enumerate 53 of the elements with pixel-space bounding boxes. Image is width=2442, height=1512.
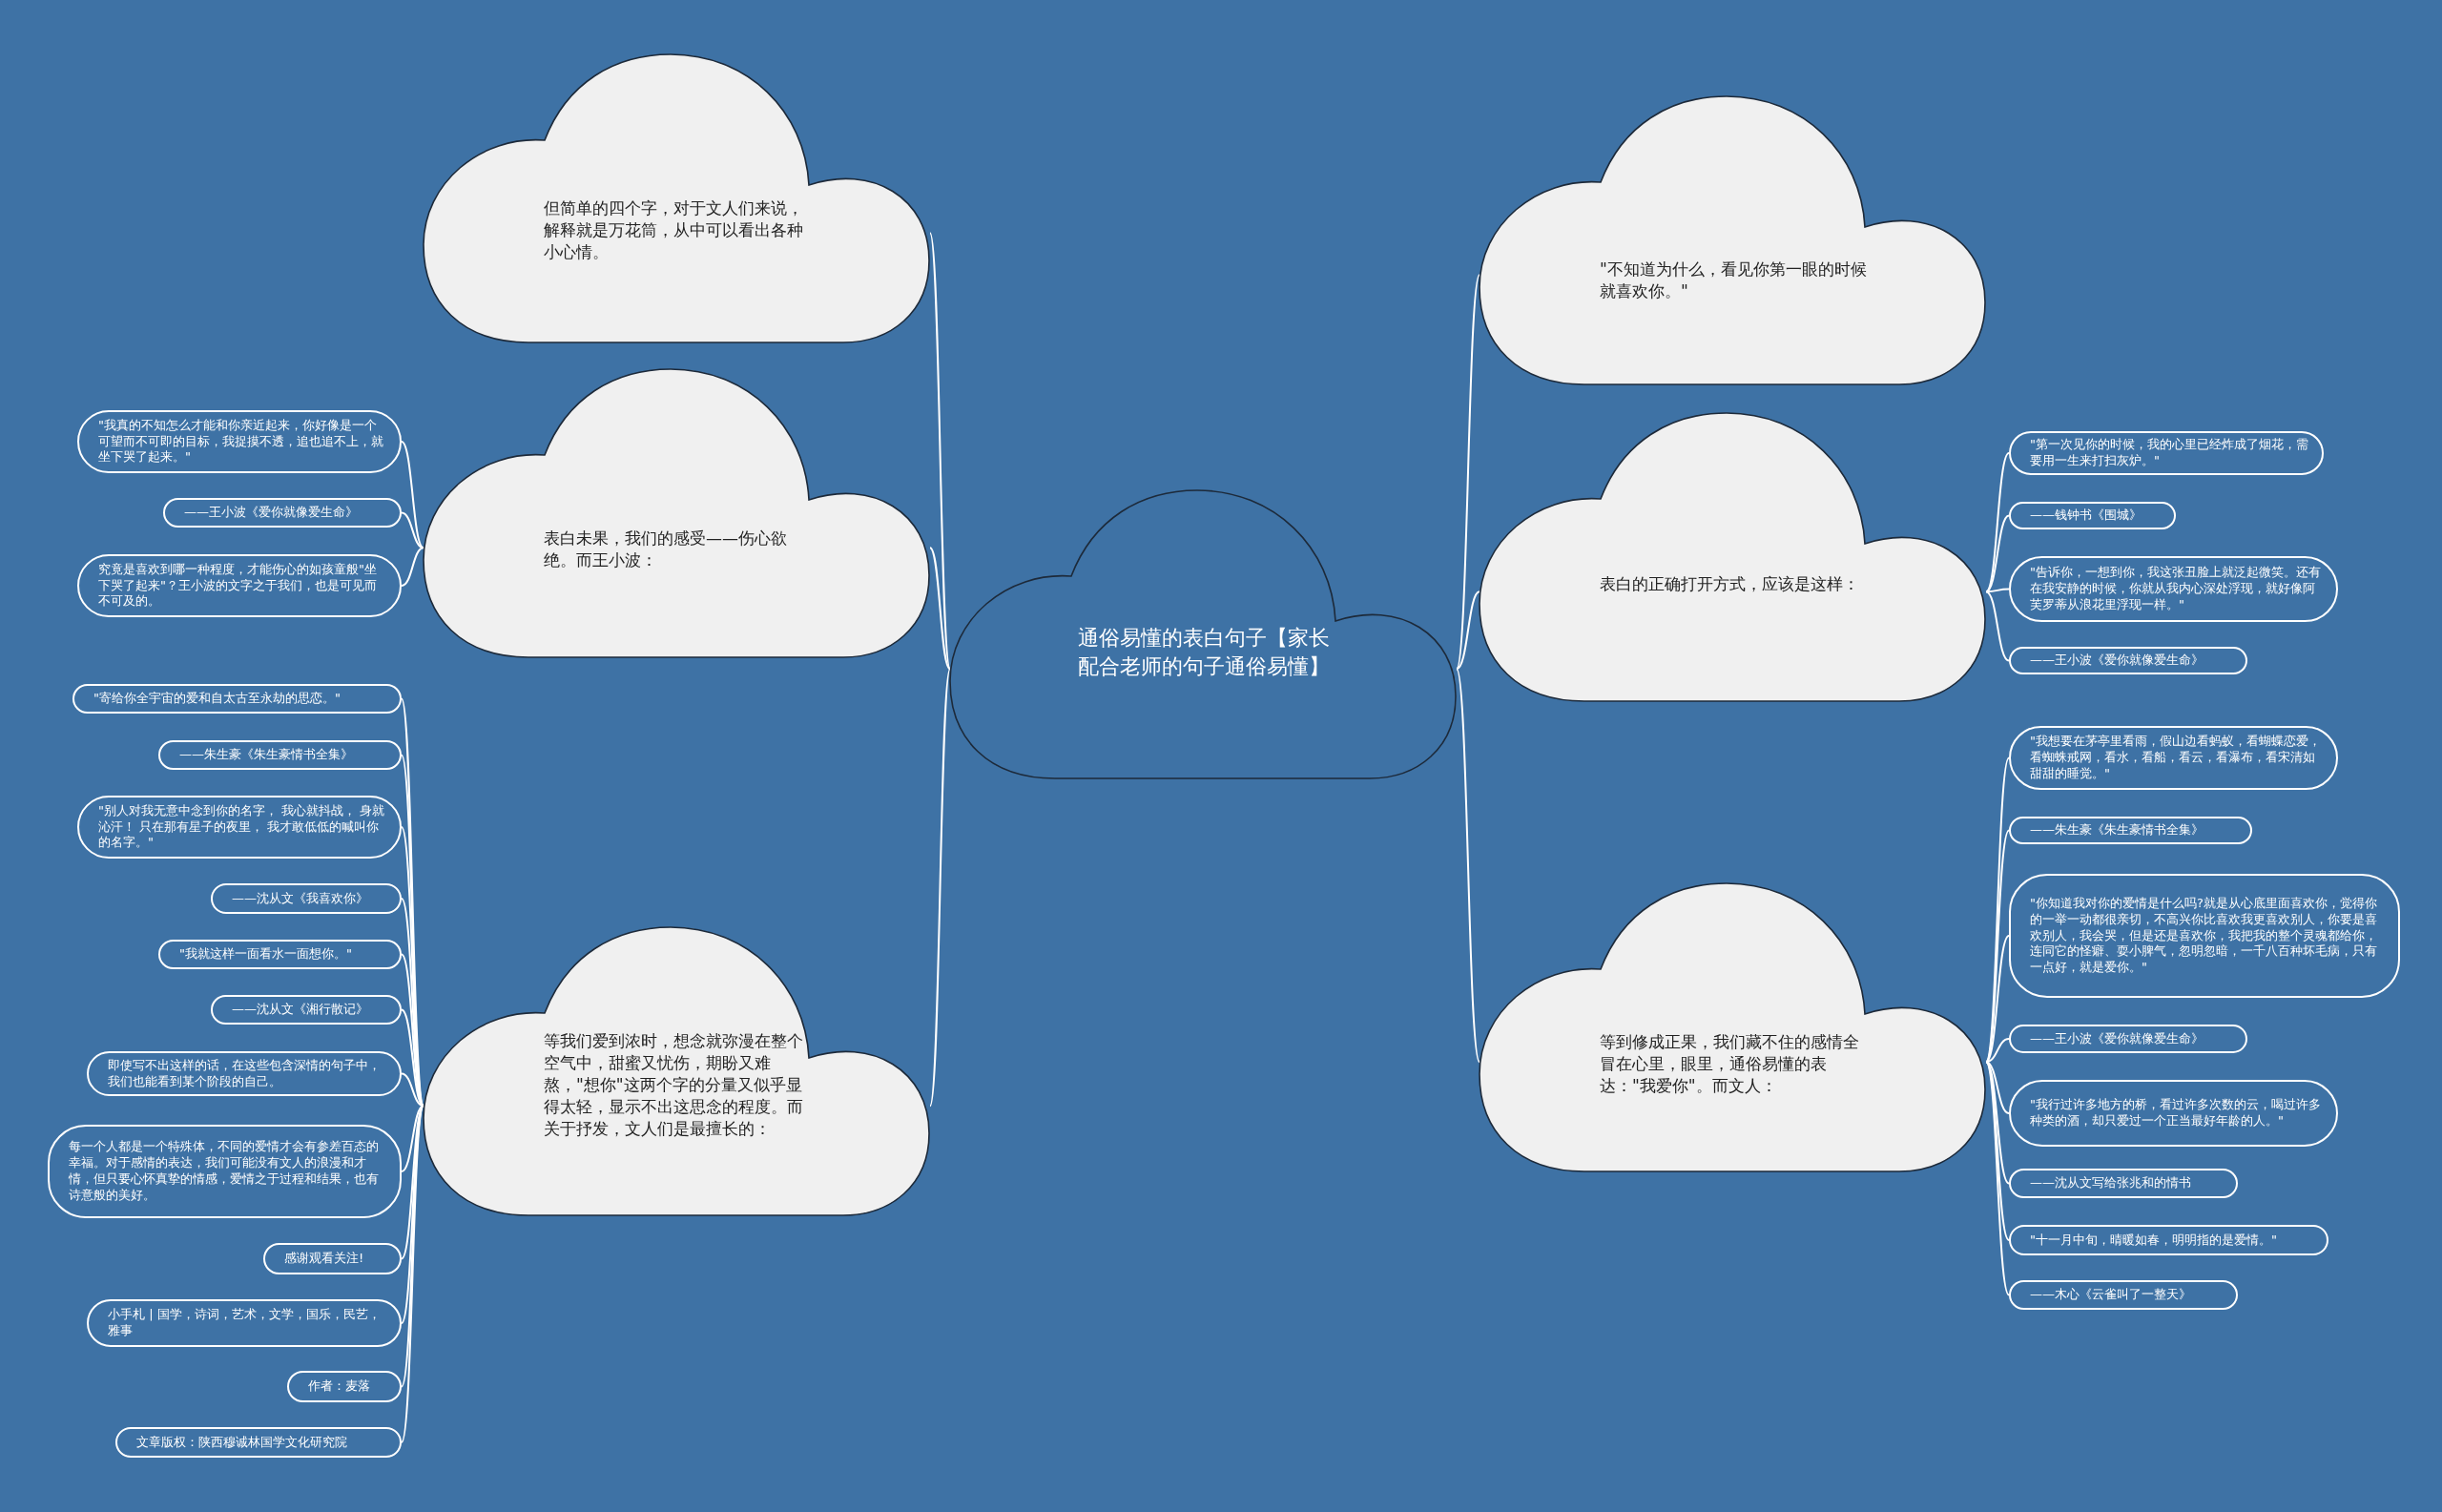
connector-line <box>929 547 951 671</box>
connector-line <box>929 668 951 1108</box>
connector-line <box>1985 935 2010 1064</box>
quote-pill: "第一次见你的时候，我的心里已经炸成了烟花，需要用一生来打扫灰炉。" <box>2009 431 2324 475</box>
topic-text: 表白未果，我们的感受——伤心欲绝。而王小波： <box>544 528 788 571</box>
connector-line <box>1985 590 2010 662</box>
connector-line <box>1985 588 2010 593</box>
connector-line <box>1985 1061 2010 1114</box>
topic-text: 但简单的四个字，对于文人们来说，解释就是万花筒，从中可以看出各种小心情。 <box>544 197 804 263</box>
connector-line <box>1985 452 2010 593</box>
connector-line <box>1456 274 1480 671</box>
topic-text: 表白的正确打开方式，应该是这样： <box>1600 573 1860 595</box>
quote-pill: ——沈从文写给张兆和的情书 <box>2009 1169 2238 1198</box>
quote-pill: "我真的不知怎么才能和你亲近起来，你好像是一个可望而不可即的目标，我捉摸不透，追也追不上，就坐下哭了起来。" <box>77 410 402 473</box>
quote-pill: ——钱钟书《围城》 <box>2009 502 2176 529</box>
quote-pill: "我行过许多地方的桥，看过许多次数的云，喝过许多种类的酒，却只爱过一个正当最好年龄的人。" <box>2009 1080 2338 1147</box>
central-topic-text: 通俗易懂的表白句子【家长配合老师的句子通俗易懂】 <box>1077 625 1331 680</box>
quote-pill: "十一月中旬，晴暖如春，明明指的是爱情。" <box>2009 1225 2328 1255</box>
quote-pill: "告诉你，一想到你，我这张丑脸上就泛起微笑。还有在我安静的时候，你就从我内心深处浮现，就好像阿芙罗蒂从浪花里浮现一样。" <box>2009 556 2338 622</box>
connector-line <box>1985 1038 2010 1064</box>
quote-pill: 即使写不出这样的话，在这些包含深情的句子中，我们也能看到某个阶段的自己。 <box>87 1051 402 1096</box>
connector-line <box>1985 1061 2010 1296</box>
quote-pill: ——沈从文《湘行散记》 <box>211 995 402 1025</box>
connector-line <box>401 511 424 549</box>
quote-pill: "我就这样一面看水一面想你。" <box>158 940 402 969</box>
quote-pill: 究竟是喜欢到哪一种程度，才能伤心的如孩童般"坐下哭了起来"？王小波的文字之于我们，也是可见而不可及的。 <box>77 554 402 617</box>
quote-pill: "我想要在茅亭里看雨，假山边看蚂蚁，看蝴蝶恋爱，看蜘蛛戒网，看水，看船，看云，看瀑布，看宋清如甜甜的睡觉。" <box>2009 726 2338 790</box>
topic-text: 等到修成正果，我们藏不住的感情全冒在心里，眼里，通俗易懂的表达："我爱你"。而文人： <box>1600 1031 1860 1097</box>
topic-text: "不知道为什么，看见你第一眼的时候就喜欢你。" <box>1600 259 1868 302</box>
connector-line <box>1985 514 2010 593</box>
connector-line <box>1456 668 1480 1064</box>
connector-line <box>1985 1061 2010 1241</box>
quote-pill: ——沈从文《我喜欢你》 <box>211 883 402 914</box>
quote-pill: ——木心《云雀叫了一整天》 <box>2009 1280 2238 1310</box>
quote-pill: "寄给你全宇宙的爱和自太古至永劫的思恋。" <box>72 684 402 714</box>
quote-pill: 感谢观看关注! <box>263 1243 402 1274</box>
quote-pill: ——朱生豪《朱生豪情书全集》 <box>158 740 402 770</box>
quote-pill: "别人对我无意中念到你的名字， 我心就抖战， 身就沁汗！ 只在那有星子的夜里， 我才敢低低的喊叫你的名字。" <box>77 796 402 859</box>
connector-line <box>401 547 424 587</box>
quote-pill: "你知道我对你的爱情是什么吗?就是从心底里面喜欢你，觉得你的一举一动都很亲切，不高兴你比喜欢我更喜欢别人，你要是喜欢别人，我会哭，但是还是喜欢你，我把我的整个灵魂都给你，连同它的怪癖、耍小脾气，忽明忽暗，一千八百种坏毛病，只有一点好，就是爱你。" <box>2009 874 2400 998</box>
quote-pill: 作者：麦落 <box>287 1371 402 1402</box>
connector-line <box>401 441 424 549</box>
quote-pill: 文章版权：陕西穆诚林国学文化研究院 <box>115 1427 402 1458</box>
quote-pill: 每一个人都是一个特殊体，不同的爱情才会有参差百态的幸福。对于感情的表达，我们可能没有文人的浪漫和才情，但只要心怀真挚的情感，爱情之于过程和结果，也有诗意般的美好。 <box>48 1125 402 1218</box>
quote-pill: ——王小波《爱你就像爱生命》 <box>2009 647 2247 674</box>
quote-pill: ——王小波《爱你就像爱生命》 <box>163 498 402 528</box>
quote-pill: ——朱生豪《朱生豪情书全集》 <box>2009 817 2252 844</box>
connector-line <box>401 1105 424 1172</box>
connector-line <box>401 1072 424 1108</box>
topic-text: 等我们爱到浓时，想念就弥漫在整个空气中，甜蜜又忧伤，期盼又难熬，"想你"这两个字的分量又似乎显得太轻，显示不出这思念的程度。而关于抒发，文人们是最擅长的： <box>544 1030 804 1140</box>
quote-pill: 小手札 | 国学，诗词，艺术，文学，国乐，民艺，雅事 <box>87 1299 402 1347</box>
quote-pill: ——王小波《爱你就像爱生命》 <box>2009 1025 2247 1053</box>
connector-line <box>1456 590 1480 671</box>
